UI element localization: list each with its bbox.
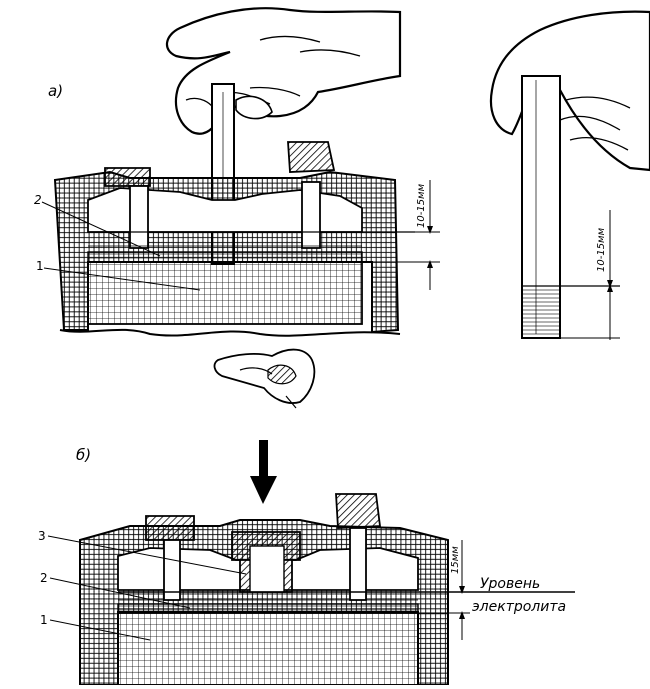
callout-1-a: 1 bbox=[36, 259, 44, 273]
callout-3-b: 3 bbox=[38, 529, 46, 543]
dimension-label-a: 10-15мм bbox=[416, 183, 427, 228]
panel-a: 10-15мм а) 2 1 bbox=[34, 7, 440, 337]
panel-b: б) 15мм Уровень электролита 3 2 bbox=[38, 446, 575, 686]
panel-b-label: б) bbox=[76, 446, 91, 464]
level-label-line2: электролита bbox=[472, 599, 566, 615]
dimension-label-tube: 10-15мм bbox=[596, 227, 607, 272]
panel-a-label: а) bbox=[48, 82, 63, 100]
callout-2-a: 2 bbox=[34, 193, 42, 207]
hand-closing-tube-icon bbox=[489, 10, 650, 172]
dimension-label-b: 15мм bbox=[450, 546, 461, 574]
callout-2-b: 2 bbox=[40, 571, 48, 585]
level-label-line1: Уровень bbox=[480, 576, 540, 592]
callout-1-b: 1 bbox=[40, 613, 48, 627]
thumb-pressing-icon bbox=[213, 348, 316, 409]
tube-detail: 10-15мм bbox=[489, 10, 650, 340]
down-arrow-icon bbox=[250, 440, 277, 504]
hand-holding-tube-icon bbox=[166, 7, 402, 135]
